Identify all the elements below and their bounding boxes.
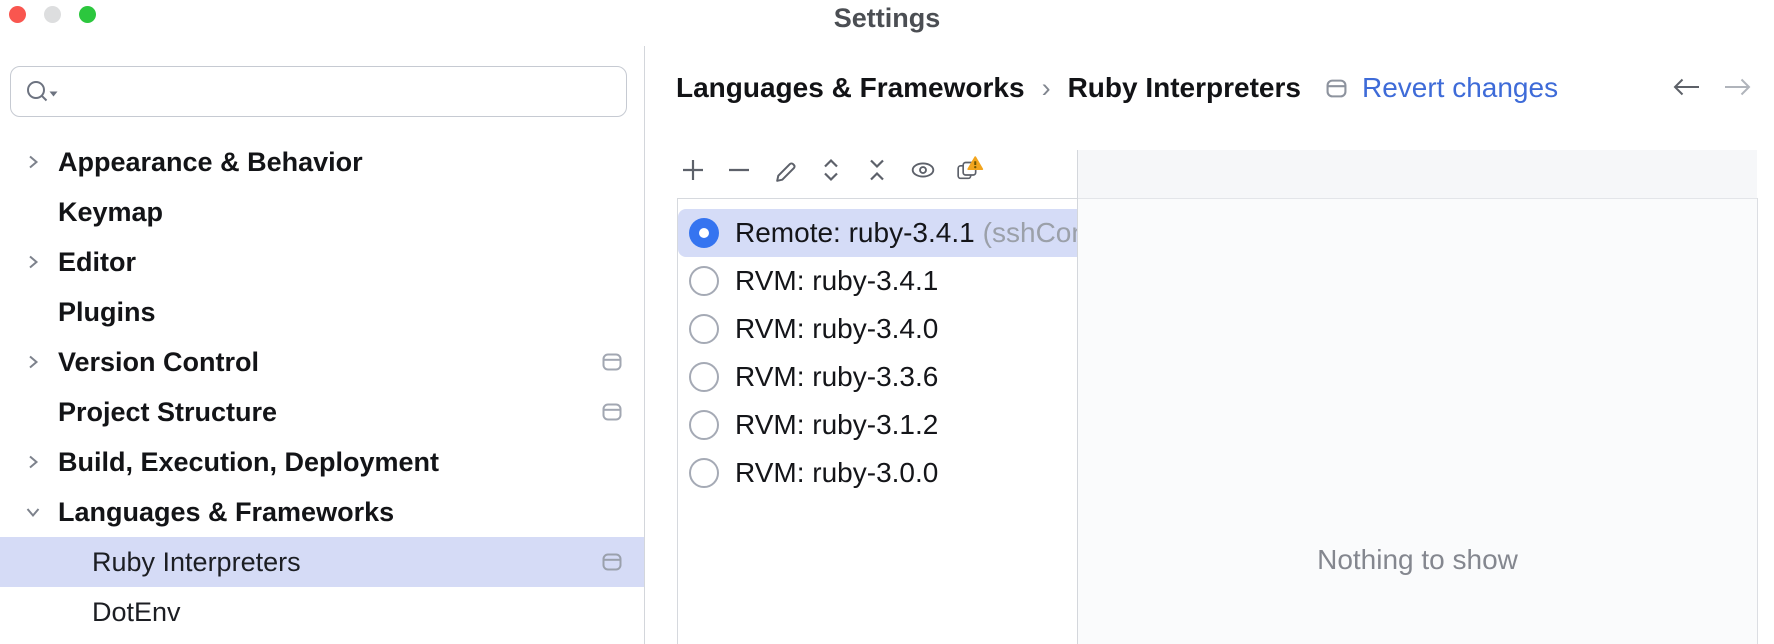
close-button[interactable]	[9, 6, 26, 23]
revert-changes-link[interactable]: Revert changes	[1361, 72, 1559, 103]
list-detail-splitter[interactable]	[1077, 150, 1078, 644]
sidebar-item-label: Version Control	[58, 346, 260, 377]
sidebar-divider	[644, 46, 645, 644]
chevron-right-icon[interactable]	[24, 353, 42, 371]
sidebar-item-build-execution-deployment[interactable]: Build, Execution, Deployment	[0, 437, 644, 487]
interpreter-list-toolbar	[678, 152, 984, 188]
search-field[interactable]	[10, 66, 627, 117]
interpreter-label: Remote: ruby-3.4.1	[735, 217, 975, 248]
chevron-right-icon[interactable]	[24, 153, 42, 171]
sidebar-item-dotenv[interactable]: DotEnv	[0, 587, 644, 637]
history-navigation	[1668, 76, 1756, 98]
panel-border	[1757, 198, 1758, 644]
chevron-right-icon[interactable]	[24, 453, 42, 471]
panel-border	[1078, 198, 1758, 199]
warning-badge	[967, 156, 984, 170]
settings-sidebar: Appearance & Behavior Keymap Editor Plug…	[0, 46, 644, 644]
forward-arrow-icon[interactable]	[1720, 76, 1756, 98]
edit-pencil-icon[interactable]	[770, 152, 800, 188]
interpreter-label: RVM: ruby-3.4.0	[735, 313, 939, 344]
sidebar-item-project-structure[interactable]: Project Structure	[0, 387, 644, 437]
add-icon[interactable]	[678, 152, 708, 188]
sidebar-item-ruby-interpreters[interactable]: Ruby Interpreters	[0, 537, 644, 587]
empty-state-text: Nothing to show	[1317, 544, 1518, 575]
radio-unchecked[interactable]	[689, 266, 719, 296]
sidebar-item-languages-frameworks[interactable]: Languages & Frameworks	[0, 487, 644, 537]
radio-checked[interactable]	[689, 218, 719, 248]
list-item-remote-ruby[interactable]: Remote: ruby-3.4.1 (sshCon	[678, 209, 1077, 257]
radio-unchecked[interactable]	[689, 362, 719, 392]
radio-unchecked[interactable]	[689, 314, 719, 344]
sidebar-item-plugins[interactable]: Plugins	[0, 287, 644, 337]
search-with-history-icon[interactable]	[24, 79, 60, 105]
settings-content: Languages & Frameworks › Ruby Interprete…	[645, 46, 1774, 644]
modified-indicator-icon	[602, 403, 622, 421]
settings-tree: Appearance & Behavior Keymap Editor Plug…	[0, 137, 644, 637]
titlebar: Settings	[0, 0, 1774, 46]
modified-indicator-icon	[602, 353, 622, 371]
interpreter-label: RVM: ruby-3.4.1	[735, 265, 939, 296]
sidebar-item-label: Plugins	[58, 296, 156, 327]
chevron-down-icon[interactable]	[24, 503, 42, 521]
detail-header-strip	[1078, 150, 1757, 199]
interpreter-list: Remote: ruby-3.4.1 (sshCon RVM: ruby-3.4…	[678, 199, 1077, 644]
panel-border	[677, 198, 1078, 199]
chevron-right-icon[interactable]	[24, 253, 42, 271]
macos-window-controls	[9, 6, 96, 23]
search-input[interactable]	[60, 67, 626, 116]
interpreter-suffix: (sshCon	[982, 217, 1077, 248]
expand-icon[interactable]	[816, 152, 846, 188]
breadcrumb-ruby-interpreters: Ruby Interpreters	[1067, 72, 1301, 103]
sidebar-item-label: Appearance & Behavior	[58, 146, 363, 177]
collapse-icon[interactable]	[862, 152, 892, 188]
radio-unchecked[interactable]	[689, 458, 719, 488]
zoom-button[interactable]	[79, 6, 96, 23]
interpreter-label: RVM: ruby-3.0.0	[735, 457, 939, 488]
breadcrumb: Languages & Frameworks › Ruby Interprete…	[676, 68, 1558, 108]
interpreter-label: RVM: ruby-3.3.6	[735, 361, 939, 392]
radio-unchecked[interactable]	[689, 410, 719, 440]
back-arrow-icon[interactable]	[1668, 76, 1704, 98]
list-item-rvm-ruby[interactable]: RVM: ruby-3.4.0	[678, 305, 1077, 353]
sidebar-item-keymap[interactable]: Keymap	[0, 187, 644, 237]
modified-indicator-icon	[602, 553, 622, 571]
show-eye-icon[interactable]	[908, 152, 938, 188]
sidebar-item-label: Project Structure	[58, 396, 278, 427]
sidebar-item-editor[interactable]: Editor	[0, 237, 644, 287]
modified-indicator-icon	[1326, 79, 1347, 98]
remove-icon[interactable]	[724, 152, 754, 188]
sidebar-item-version-control[interactable]: Version Control	[0, 337, 644, 387]
list-item-rvm-ruby[interactable]: RVM: ruby-3.4.1	[678, 257, 1077, 305]
sidebar-item-label: Ruby Interpreters	[92, 546, 301, 577]
window-title: Settings	[833, 3, 941, 33]
breadcrumb-languages-frameworks[interactable]: Languages & Frameworks	[676, 72, 1025, 103]
duplicate-icon[interactable]	[954, 152, 984, 188]
list-item-rvm-ruby[interactable]: RVM: ruby-3.0.0	[678, 449, 1077, 497]
sidebar-item-label: Languages & Frameworks	[58, 496, 395, 527]
list-item-rvm-ruby[interactable]: RVM: ruby-3.1.2	[678, 401, 1077, 449]
sidebar-item-label: Keymap	[58, 196, 164, 227]
sidebar-item-label: Build, Execution, Deployment	[58, 446, 440, 477]
detail-panel: Nothing to show	[1078, 199, 1757, 644]
minimize-button[interactable]	[44, 6, 61, 23]
sidebar-item-label: DotEnv	[92, 596, 181, 627]
list-item-rvm-ruby[interactable]: RVM: ruby-3.3.6	[678, 353, 1077, 401]
sidebar-item-appearance-behavior[interactable]: Appearance & Behavior	[0, 137, 644, 187]
panel-border	[677, 198, 678, 644]
sidebar-item-label: Editor	[58, 246, 136, 277]
breadcrumb-separator: ›	[1041, 72, 1051, 103]
interpreter-label: RVM: ruby-3.1.2	[735, 409, 939, 440]
